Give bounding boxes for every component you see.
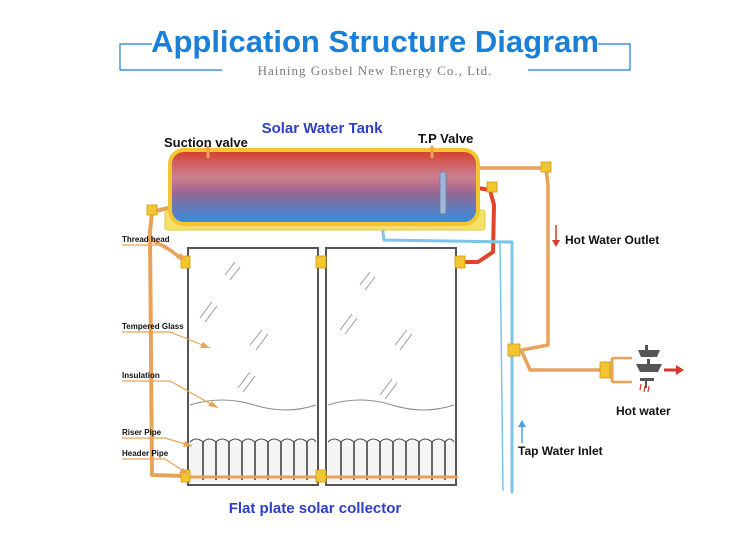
insulation-label: Insulation (122, 371, 160, 380)
glass-reflections-left (199, 261, 269, 393)
hot-water-outlet-arrow-icon (552, 225, 560, 247)
thread-head-label: Thread head (122, 235, 170, 244)
glass-reflections-right (339, 271, 413, 400)
labels: Solar Water Tank Suction valve T.P Valve… (122, 120, 671, 517)
tank-highlight (172, 152, 476, 222)
callout-lines (122, 244, 219, 475)
insulation-curve (189, 399, 317, 411)
tank-heating-rod (439, 171, 447, 215)
tempered-glass-label: Tempered Glass (122, 322, 184, 331)
header: Application Structure Diagram Haining Go… (119, 24, 631, 78)
cold-pipe-inner (499, 241, 504, 491)
hot-water-outlet-label: Hot Water Outlet (565, 233, 659, 247)
hot-water-label: Hot water (616, 404, 671, 418)
riser-pipes-left (202, 442, 308, 480)
cold-pipe-inlet (380, 223, 514, 494)
hot-water-taps (610, 345, 684, 393)
title-frame-right (528, 43, 631, 71)
riser-pipes-right (340, 442, 446, 480)
basin-icon (636, 359, 662, 372)
sink-icon (638, 345, 660, 357)
callout-arrowheads (176, 253, 218, 474)
tank-label: Solar Water Tank (262, 120, 384, 137)
copper-pipe-to-taps (520, 350, 614, 372)
company-subtitle: Haining Gosbel New Energy Co., Ltd. (258, 63, 493, 78)
tap-water-inlet-label: Tap Water Inlet (518, 444, 603, 458)
collector-panel-right (325, 247, 457, 486)
solar-collector-array (146, 161, 611, 486)
suction-valve-label: Suction valve (164, 135, 248, 150)
collector-panel-left (187, 247, 319, 486)
solar-water-tank (164, 146, 486, 231)
copper-pipe-hot-outlet (476, 166, 550, 352)
header-pipe-label: Header Pipe (122, 449, 169, 458)
page-title: Application Structure Diagram (151, 24, 599, 59)
collector-label: Flat plate solar collector (229, 500, 402, 517)
tap-water-inlet-arrow-icon (518, 420, 526, 443)
title-frame-left (119, 43, 222, 71)
tp-valve-label: T.P Valve (418, 131, 473, 146)
pipe-fittings (146, 161, 611, 483)
shower-icon (639, 378, 654, 393)
riser-pipe-label: Riser Pipe (122, 428, 162, 437)
hot-water-arrow-icon (664, 365, 684, 375)
